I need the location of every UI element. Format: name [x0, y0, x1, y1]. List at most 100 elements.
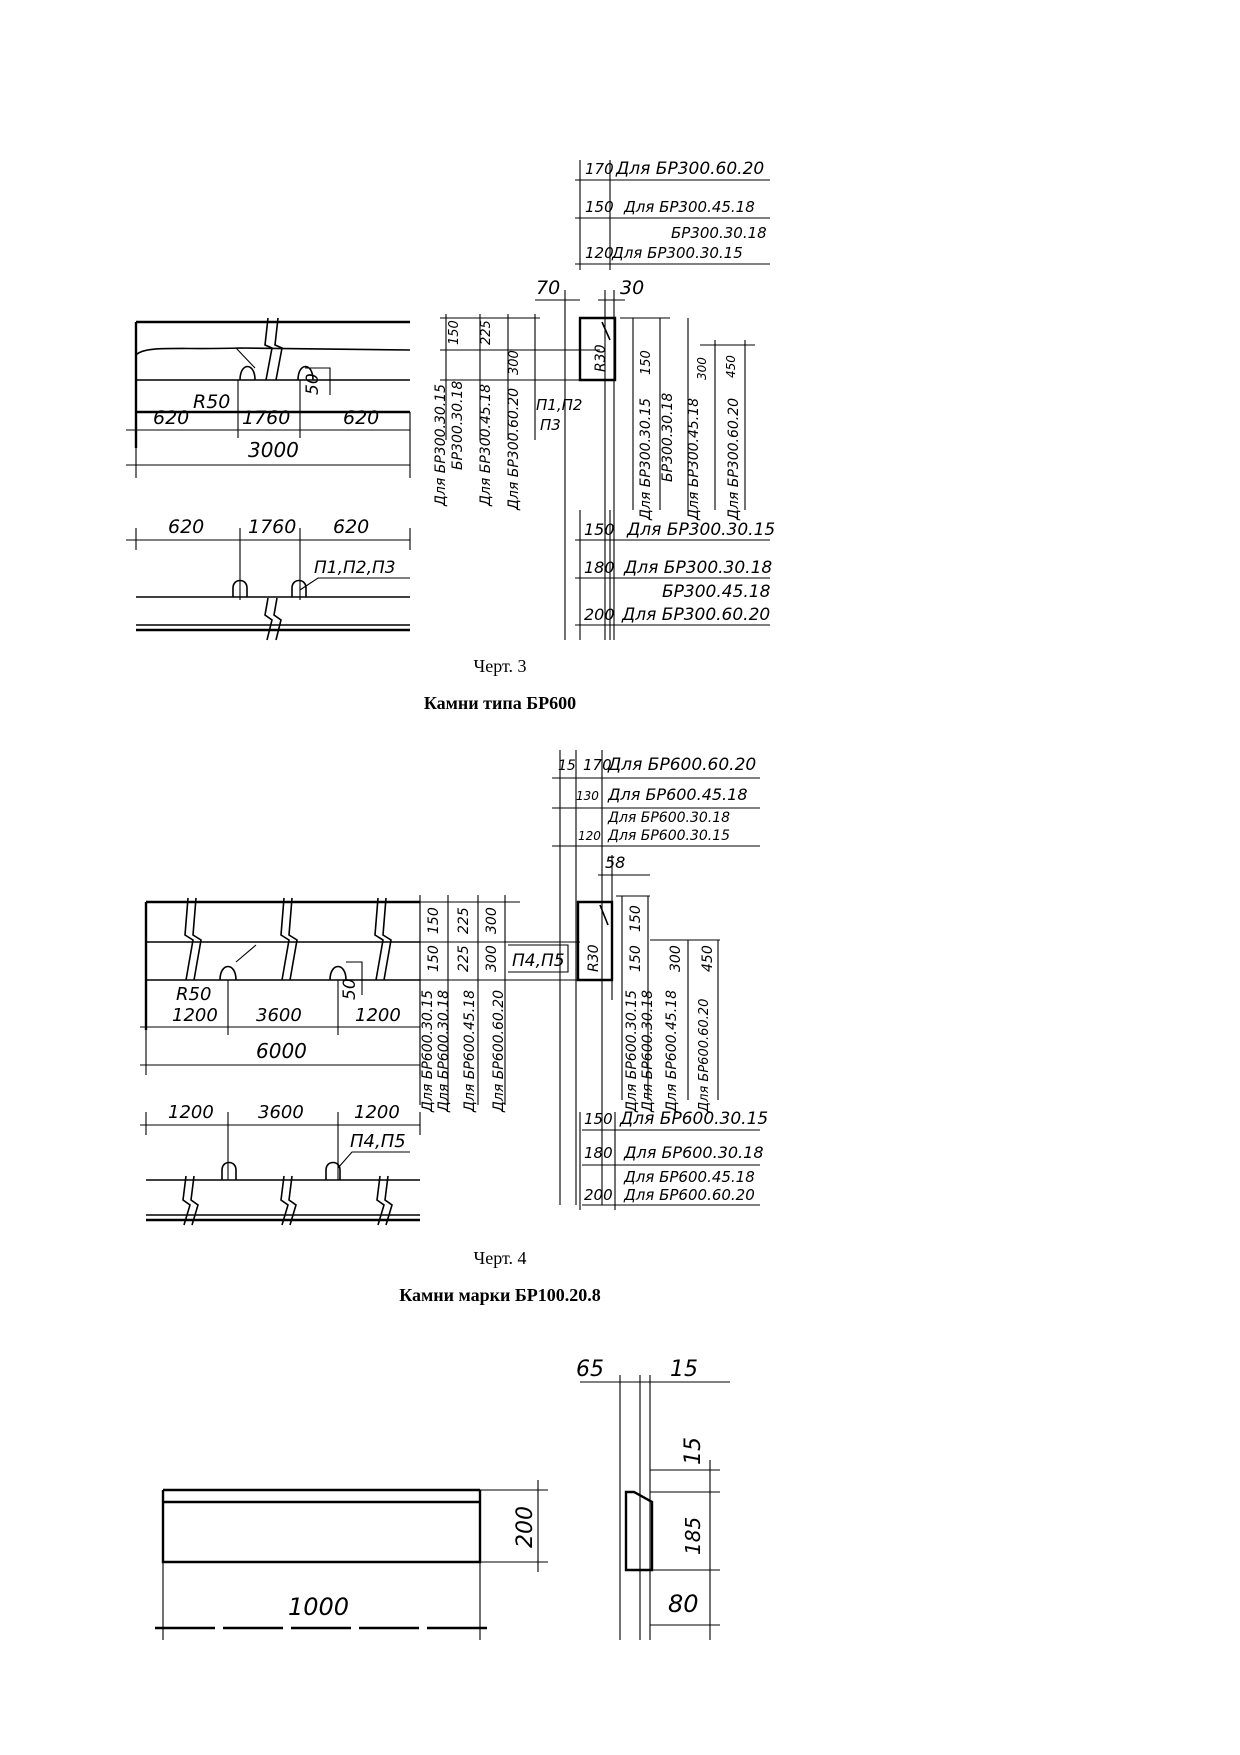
fig4-elevation: R50 50 1200 3600 1200 6000 — [140, 897, 421, 1075]
fig5-sec-185: 185 — [681, 1517, 705, 1555]
fig3-sec-70: 70 — [536, 277, 560, 299]
fig3-sec-30: 30 — [620, 277, 644, 299]
fig3-td-170: 170 — [585, 160, 614, 178]
fig4-ls-150a: 150 — [426, 907, 442, 934]
fig4-rs-450: 450 — [700, 945, 716, 972]
fig3-rs-l2: БР300.30.18 — [660, 393, 676, 482]
fig4-td-15: 15 — [558, 758, 576, 774]
fig3-rs-450: 450 — [724, 355, 738, 378]
fig3-td-120: 120 — [585, 244, 614, 262]
fig3-td-170-label: Для БР300.60.20 — [615, 159, 764, 179]
fig4-ls-300b: 300 — [484, 945, 500, 972]
fig3-elev-50: 50 — [303, 373, 323, 395]
fig4-td-170-label: Для БР600.60.20 — [607, 755, 756, 775]
fig3-ls-225: 225 — [479, 320, 494, 345]
fig3-plan-1760: 1760 — [248, 516, 296, 538]
fig3-left-stack: 150 225 300 Для БР300.30.15 БР300.30.18 … — [433, 314, 600, 511]
fig4-elev-1200a: 1200 — [172, 1005, 218, 1026]
fig3-ls-300: 300 — [507, 350, 522, 375]
fig3-plan: 620 1760 620 П1,П2,П3 — [126, 516, 411, 641]
fig4-rs-l2: Для БР600.30.18 — [640, 990, 656, 1113]
fig3-bd-150-label: Для БР300.30.15 — [626, 520, 775, 540]
fig3-ls-l4: Для БР300.60.20 — [506, 388, 522, 511]
fig4-rs-150b: 150 — [628, 945, 644, 972]
fig4-ls-225b: 225 — [456, 945, 472, 972]
fig4-top-dims: 15 170 Для БР600.60.20 130 Для БР600.45.… — [552, 755, 760, 847]
figure5-title: Камни марки БР100.20.8 — [399, 1285, 601, 1305]
fig3-rs-l3: Для БР300.45.18 — [686, 398, 702, 521]
fig4-left-stack: 150 225 300 150 225 300 Для БР600.30.15 … — [415, 895, 580, 1113]
fig3-elev-1760: 1760 — [242, 407, 290, 429]
fig3-rs-l4: Для БР300.60.20 — [726, 398, 742, 521]
fig3-bd-180-label: Для БР300.30.18 — [623, 558, 772, 578]
fig4-ls-150b: 150 — [426, 945, 442, 972]
fig4-td-mid: Для БР600.30.18 — [607, 810, 730, 826]
fig4-elev-1200b: 1200 — [355, 1005, 401, 1026]
fig4-plan-1200b: 1200 — [354, 1102, 400, 1123]
figure3-caption: Черт. 3 — [473, 656, 527, 676]
fig4-bd-200-label: Для БР600.60.20 — [623, 1186, 755, 1204]
fig3-elevation: 620 R50 1760 50 620 3000 — [126, 317, 411, 478]
fig3-ls-l1: Для БР300.30.15 — [433, 384, 449, 507]
figure4-caption: Черт. 4 — [473, 1248, 527, 1268]
fig3-section: 70 30 R30 — [535, 277, 644, 640]
fig4-rs-300: 300 — [668, 945, 684, 972]
fig4-sec-r30: R30 — [586, 944, 602, 972]
fig4-rs-l3: Для БР600.45.18 — [664, 990, 680, 1113]
fig4-sec-58: 58 — [605, 853, 625, 872]
fig3-td-mid: БР300.30.18 — [671, 224, 767, 242]
fig4-elev-r50: R50 — [176, 984, 211, 1005]
fig4-plan-1200a: 1200 — [168, 1102, 214, 1123]
fig3-sec-r30: R30 — [593, 344, 609, 372]
fig3-elev-620a: 620 — [153, 407, 189, 429]
fig3-plan-620b: 620 — [333, 516, 369, 538]
fig4-bd-150-label: Для БР600.30.15 — [619, 1109, 768, 1129]
fig3-bd-200: 200 — [584, 605, 615, 624]
fig4-ls-l4: Для БР600.60.20 — [491, 990, 507, 1113]
fig5-elev-200: 200 — [513, 1506, 538, 1548]
fig4-elev-3600: 3600 — [256, 1005, 302, 1026]
fig3-ls-l3: Для БР300.45.18 — [478, 384, 494, 507]
fig5-section: 65 15 15 185 80 — [576, 1357, 730, 1640]
fig4-td-130: 130 — [576, 789, 599, 803]
fig3-elev-620b: 620 — [343, 407, 379, 429]
fig4-ls-300a: 300 — [484, 907, 500, 934]
fig3-ls-l2: БР300.30.18 — [450, 381, 466, 470]
fig4-bd-150: 150 — [584, 1110, 613, 1128]
figure5-drawing: 1000 200 65 15 15 185 80 — [155, 1357, 730, 1640]
fig4-td-120: 120 — [578, 829, 601, 843]
fig3-rs-300: 300 — [695, 357, 709, 380]
fig4-plan-holes: П4,П5 — [350, 1131, 406, 1152]
fig4-rs-l1: Для БР600.30.15 — [624, 990, 640, 1113]
fig3-td-120-label: Для БР300.30.15 — [611, 244, 743, 262]
fig5-sec-80: 80 — [668, 1590, 699, 1618]
fig4-rs-150a: 150 — [628, 905, 644, 932]
fig5-sec-15b: 15 — [681, 1437, 706, 1465]
fig3-ls-holes2: П3 — [540, 416, 561, 434]
fig3-bd-mid: БР300.45.18 — [662, 582, 771, 602]
fig4-bd-180-label: Для БР600.30.18 — [623, 1143, 764, 1162]
figure4-title: Камни типа БР600 — [423, 693, 577, 713]
fig5-sec-15a: 15 — [670, 1357, 698, 1382]
fig3-bd-200-label: Для БР300.60.20 — [621, 605, 770, 625]
fig3-elev-r50: R50 — [193, 391, 230, 413]
fig4-ls-l3: Для БР600.45.18 — [462, 990, 478, 1113]
fig4-elev-6000: 6000 — [256, 1039, 307, 1063]
fig4-elev-50: 50 — [340, 978, 360, 1000]
fig4-ls-holes: П4,П5 — [512, 951, 565, 971]
fig3-bottom-dims: 150 Для БР300.30.15 180 Для БР300.30.18 … — [575, 510, 775, 640]
figure3-drawing: 620 R50 1760 50 620 3000 620 1760 620 П1… — [126, 159, 775, 641]
fig3-bd-150: 150 — [584, 520, 615, 539]
fig3-plan-holes: П1,П2,П3 — [314, 558, 396, 578]
fig4-ls-225a: 225 — [456, 907, 472, 934]
fig3-bd-180: 180 — [584, 558, 615, 577]
fig4-plan-3600: 3600 — [258, 1102, 304, 1123]
fig3-top-dims: 170 Для БР300.60.20 150 Для БР300.45.18 … — [575, 159, 770, 270]
fig3-ls-150: 150 — [447, 320, 462, 345]
fig4-bottom-dims: 150 Для БР600.30.15 180 Для БР600.30.18 … — [579, 1109, 768, 1210]
fig5-elevation: 1000 200 — [155, 1480, 548, 1640]
fig4-td-120-label: Для БР600.30.15 — [607, 828, 730, 844]
fig4-bd-mid: Для БР600.45.18 — [623, 1168, 755, 1186]
fig4-plan: 1200 3600 1200 П4,П5 — [140, 1102, 421, 1226]
